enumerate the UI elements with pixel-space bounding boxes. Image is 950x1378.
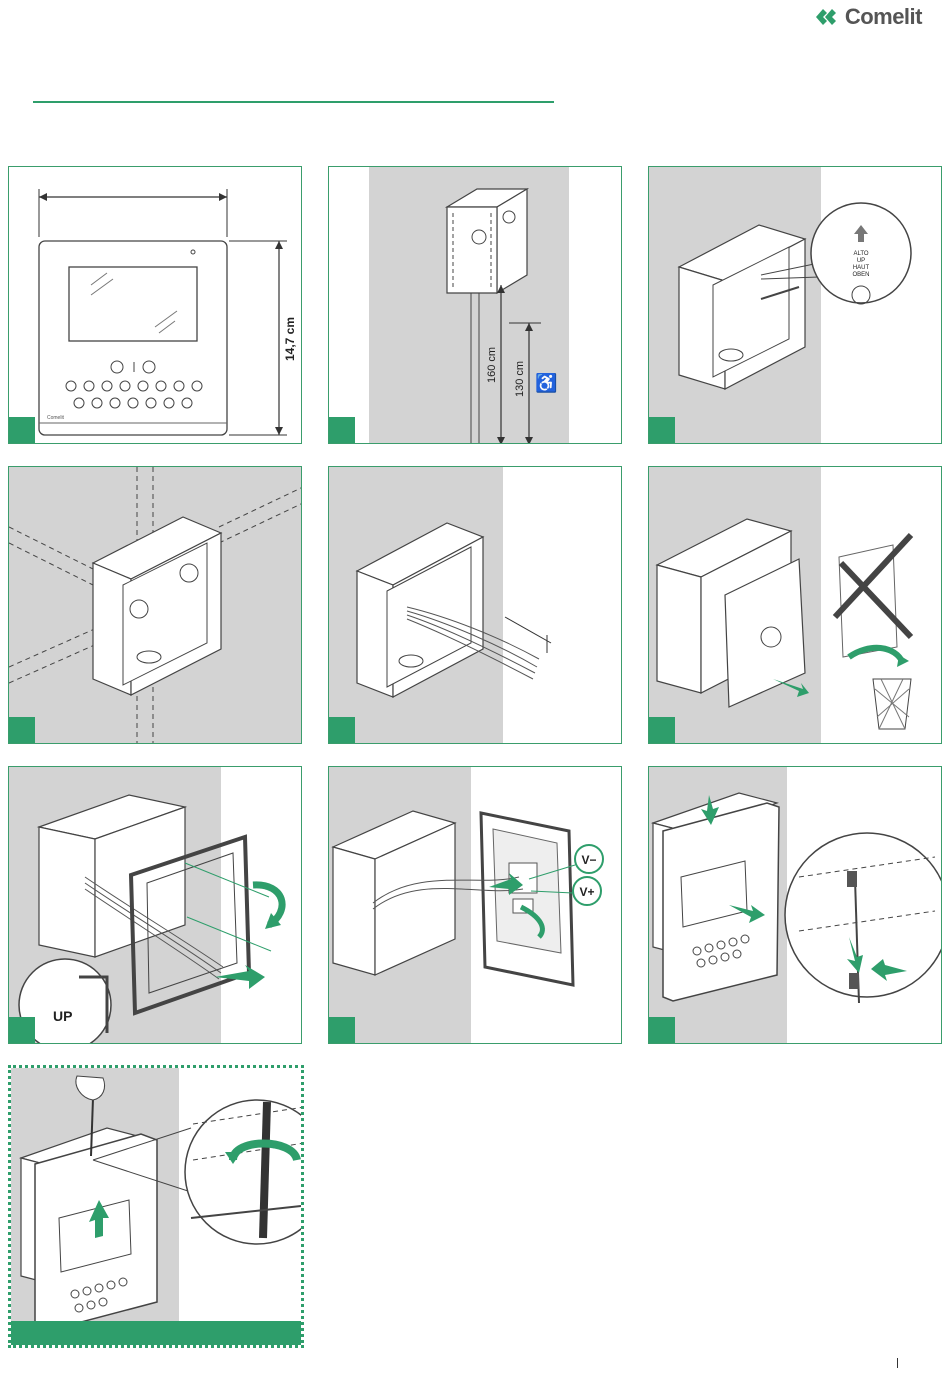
comelit-logo: Comelit [816,4,922,30]
page-number-divider [897,1358,898,1368]
panel-fix-bracket: UP [8,766,302,1044]
panel-monitor-removal [8,1065,304,1348]
callout-alto: ALTO [853,251,868,257]
title-underline [33,101,554,103]
step-marker [9,717,35,743]
step-marker [649,1017,675,1043]
device-brand-text: Comelit [47,415,65,421]
step-marker [649,717,675,743]
step-marker [329,417,355,443]
height-130-label: 130 cm [514,361,526,397]
step-marker [9,417,35,443]
vminus-label: V− [581,853,596,867]
vplus-label: V+ [579,885,594,899]
panel-cable-entry [328,466,622,744]
panel-device-dimensions: Comelit 14,7 cm [8,166,302,444]
callout-up: UP [857,258,865,264]
brand-name: Comelit [845,4,922,30]
wheelchair-icon: ♿ [535,372,557,393]
panel-remove-insert [648,466,942,744]
panel-box-orientation: ALTO UP HAUT OBEN [648,166,942,444]
callout-haut: HAUT [853,265,870,271]
comelit-logo-icon [816,9,842,25]
panel-wiring: V− V+ [328,766,622,1044]
callout-oben: OBEN [852,272,869,278]
step-marker [9,1017,35,1043]
panel-mounting-height: 160 cm 130 cm ♿ [328,166,622,444]
final-step-bar [11,1321,301,1345]
up-label: UP [53,1008,72,1024]
panel-hook-monitor [648,766,942,1044]
panel-conduit-routing [8,466,302,744]
step-marker [329,717,355,743]
device-height-label: 14,7 cm [283,317,297,361]
step-marker [649,417,675,443]
height-160-label: 160 cm [486,347,498,383]
step-marker [329,1017,355,1043]
